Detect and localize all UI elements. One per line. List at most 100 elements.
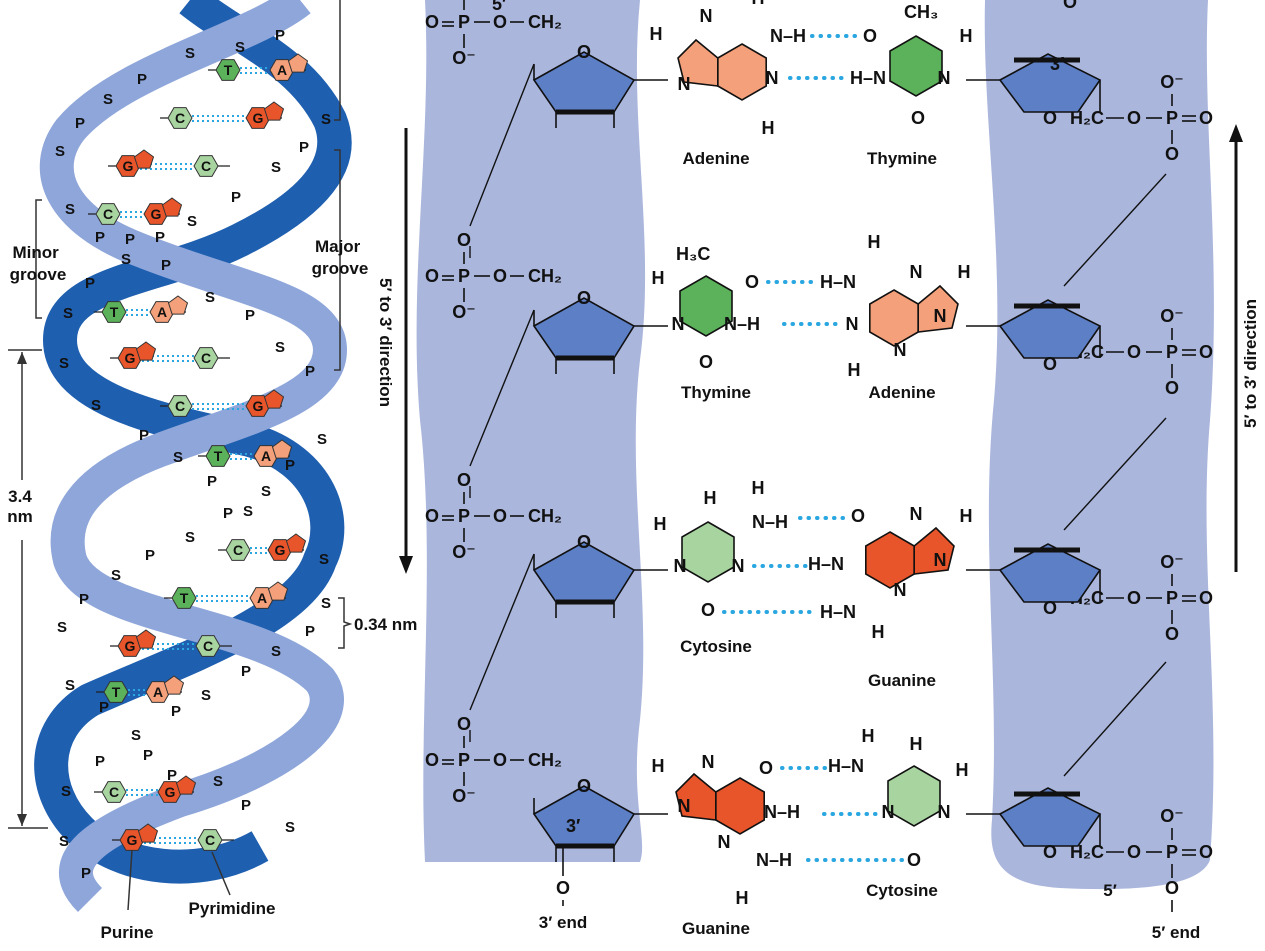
helix-phosphate-letter: P <box>145 547 155 564</box>
ring-hydrogen: H <box>910 734 923 754</box>
ester-oxygen: O <box>1127 342 1141 362</box>
amino-group: H–N <box>820 272 856 292</box>
helix-sugar-letter: S <box>55 143 65 160</box>
helix-base-letter: C <box>201 158 211 174</box>
amino-hydrogen: H <box>752 0 765 8</box>
phosphate-oxygen-charged: O⁻ <box>452 48 476 68</box>
minor-groove-text-line2: groove <box>10 265 67 284</box>
phosphate-oxygen: O <box>425 506 439 526</box>
helix-phosphate-letter: P <box>95 753 105 770</box>
helix-phosphate-letter: P <box>99 699 109 716</box>
helix-phosphate-letter: P <box>223 505 233 522</box>
ring-nitrogen: N <box>882 802 895 822</box>
ring-nitrogen: N <box>894 580 907 600</box>
amino-group: N–H <box>756 850 792 870</box>
pyrimidine-ring-icon <box>195 635 221 657</box>
helix-sugar-letter: S <box>63 305 73 322</box>
helix-phosphate-letter: P <box>245 307 255 324</box>
helix-phosphate-letter: P <box>231 189 241 206</box>
pyrimidine-ring-icon <box>225 539 251 561</box>
helix-sugar-letter: S <box>57 619 67 636</box>
cytosine-label: Cytosine <box>866 881 938 900</box>
helix-phosphate-letter: P <box>241 663 251 680</box>
helix-sugar-letter: S <box>205 289 215 306</box>
methyl-group: H₃C <box>676 244 710 264</box>
purine-ring-icon <box>157 781 183 803</box>
imino-group: N–H <box>764 802 800 822</box>
guanine-label: Guanine <box>682 919 750 938</box>
minor-groove-bracket <box>35 199 42 319</box>
pyrimidine-ring-icon <box>103 681 129 703</box>
adenine-ring <box>868 289 920 347</box>
right-direction-label: 5′ to 3′ direction <box>1241 299 1260 428</box>
helix-sugar-letter: S <box>201 687 211 704</box>
ring-hydrogen: H <box>654 514 667 534</box>
purine-ring-icon <box>249 587 275 609</box>
methylene-group: CH₂ <box>528 266 562 286</box>
phosphate-oxygen: O <box>1199 588 1213 608</box>
pyrimidine-ring-icon <box>193 347 219 369</box>
ring-nitrogen: N <box>934 550 947 570</box>
helix-base-letter: C <box>205 832 215 848</box>
amino-group: H–N <box>820 602 856 622</box>
helix-base-letter: A <box>277 62 287 78</box>
helix-phosphate-letter: P <box>167 767 177 784</box>
helix-sugar-letter: S <box>65 201 75 218</box>
pyrimidine-ring-icon <box>95 203 121 225</box>
amino-hydrogen: H <box>752 478 765 498</box>
major-groove-text: Major <box>315 237 361 256</box>
phosphate-oxygen-charged: O⁻ <box>1160 306 1184 326</box>
thymine-ring <box>889 35 943 97</box>
pitch-arrow-down <box>17 814 27 826</box>
helix-phosphate-letter: P <box>95 229 105 246</box>
methylene-group: CH₂ <box>528 12 562 32</box>
ring-hydrogen: H <box>704 488 717 508</box>
left-bottom-carbon-label: 3′ <box>566 816 580 836</box>
sugar-ring-oxygen: O <box>577 532 591 552</box>
helix-sugar-letter: S <box>59 355 69 372</box>
pyrimidine-ring-icon <box>215 59 241 81</box>
purine-ring-icon <box>115 155 141 177</box>
helix-base-letter: G <box>165 784 176 800</box>
pyrimidine-ring-icon <box>101 781 127 803</box>
helix-phosphate-letter: P <box>85 275 95 292</box>
right-top-carbon-label: 3′ <box>1050 54 1064 74</box>
amino-hydrogen: H <box>872 622 885 642</box>
adenine-ring-imidazole <box>917 284 959 333</box>
rise-label: 0.34 nm <box>354 615 417 634</box>
left-direction-indicator: 5′ to 3′ direction <box>376 128 413 574</box>
ring-hydrogen: H <box>960 506 973 526</box>
left-direction-label: 5′ to 3′ direction <box>376 278 395 407</box>
phosphorus: P <box>458 506 470 526</box>
pyrimidine-ring-icon <box>167 395 193 417</box>
helix-base-letter: T <box>112 684 121 700</box>
carbonyl-oxygen: O <box>745 272 759 292</box>
major-groove-bracket <box>334 149 341 371</box>
purine-ring-icon <box>143 203 169 225</box>
helix-phosphate-letter: P <box>171 703 181 720</box>
backbone-linker <box>1063 173 1167 287</box>
helix-sugar-letter: S <box>185 529 195 546</box>
ester-oxygen: O <box>493 506 507 526</box>
purine-ring-icon <box>245 395 271 417</box>
helix-phosphate-letter: P <box>305 363 315 380</box>
helix-phosphate-letter: P <box>161 257 171 274</box>
ring-nitrogen: N <box>766 68 779 88</box>
helix-base-letter: C <box>109 784 119 800</box>
backbone-linker <box>1063 661 1167 777</box>
deoxyribose-sugar <box>532 51 636 113</box>
cytosine-ring <box>681 521 735 583</box>
helix-sugar-letter: S <box>321 111 331 128</box>
phosphorus: P <box>1166 342 1178 362</box>
helix-sugar-letter: S <box>275 339 285 356</box>
purine-pentagon-icon <box>267 581 289 601</box>
phosphate-oxygen: O <box>425 750 439 770</box>
phosphate-oxygen: O <box>457 230 471 250</box>
phosphate-oxygen: O <box>425 12 439 32</box>
imino-group: N–H <box>724 314 760 334</box>
phosphorus: P <box>1166 108 1178 128</box>
helix-base-letter: A <box>261 448 271 464</box>
